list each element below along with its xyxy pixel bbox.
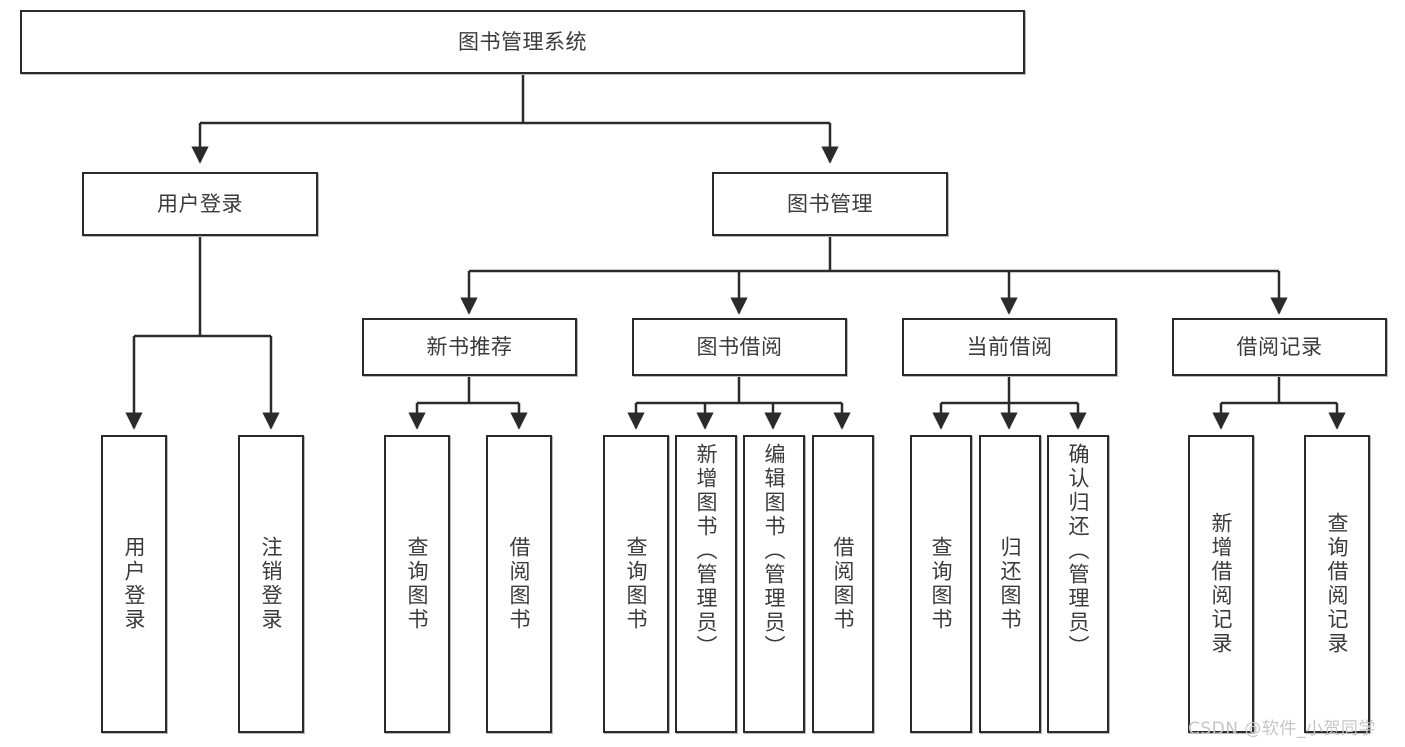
node-leaf-logout[interactable]: 注销登录 xyxy=(238,435,304,733)
edge-bookmgmt-to-level3 xyxy=(460,236,1288,315)
edge-newbook-to-leaves xyxy=(408,377,528,430)
node-current-borrow-label: 当前借阅 xyxy=(966,334,1053,359)
node-leaf-query-books-current[interactable]: 查询图书 xyxy=(910,435,972,733)
node-leaf-query-books-current-label: 查询图书 xyxy=(929,536,954,632)
node-user-login[interactable]: 用户登录 xyxy=(82,172,318,236)
node-root[interactable]: 图书管理系统 xyxy=(20,10,1025,74)
node-leaf-query-books-borrow[interactable]: 查询图书 xyxy=(603,435,669,733)
node-leaf-edit-book-admin[interactable]: 编辑图书（管理员） xyxy=(743,435,805,733)
node-leaf-query-books-recommend-label: 查询图书 xyxy=(405,536,430,632)
node-leaf-confirm-return-admin-label: 确认归还（管理员） xyxy=(1066,443,1091,659)
node-leaf-borrow-books-recommend[interactable]: 借阅图书 xyxy=(486,435,552,733)
node-leaf-borrow-books-label: 借阅图书 xyxy=(831,536,856,632)
node-leaf-query-borrow-record[interactable]: 查询借阅记录 xyxy=(1304,435,1370,733)
node-leaf-add-book-admin[interactable]: 新增图书（管理员） xyxy=(675,435,737,733)
node-user-login-label: 用户登录 xyxy=(157,191,243,216)
node-borrow-record-label: 借阅记录 xyxy=(1236,334,1323,359)
node-leaf-borrow-books[interactable]: 借阅图书 xyxy=(812,435,874,733)
edge-bookborrow-to-leaves xyxy=(627,377,851,430)
node-leaf-return-books-label: 归还图书 xyxy=(998,536,1023,632)
node-leaf-add-borrow-record[interactable]: 新增借阅记录 xyxy=(1188,435,1254,733)
node-leaf-query-books-borrow-label: 查询图书 xyxy=(624,536,649,632)
node-leaf-user-login-label: 用户登录 xyxy=(122,536,147,632)
node-book-management[interactable]: 图书管理 xyxy=(712,172,948,236)
node-root-label: 图书管理系统 xyxy=(458,29,587,54)
node-leaf-logout-label: 注销登录 xyxy=(259,536,284,632)
node-leaf-user-login[interactable]: 用户登录 xyxy=(101,435,167,733)
node-current-borrow[interactable]: 当前借阅 xyxy=(902,318,1117,376)
edge-currentborrow-to-leaves xyxy=(932,377,1087,430)
node-book-borrow[interactable]: 图书借阅 xyxy=(632,318,847,376)
node-leaf-borrow-books-recommend-label: 借阅图书 xyxy=(507,536,532,632)
node-leaf-return-books[interactable]: 归还图书 xyxy=(979,435,1041,733)
node-leaf-confirm-return-admin[interactable]: 确认归还（管理员） xyxy=(1047,435,1109,733)
node-book-borrow-label: 图书借阅 xyxy=(696,334,783,359)
node-leaf-add-book-admin-label: 新增图书（管理员） xyxy=(694,443,719,659)
node-new-book-recommend[interactable]: 新书推荐 xyxy=(362,318,577,376)
edge-root-to-level2 xyxy=(191,74,839,164)
edge-borrowrecord-to-leaves xyxy=(1212,377,1346,430)
node-leaf-query-borrow-record-label: 查询借阅记录 xyxy=(1325,512,1350,656)
node-leaf-add-borrow-record-label: 新增借阅记录 xyxy=(1209,512,1234,656)
node-book-management-label: 图书管理 xyxy=(787,191,873,216)
node-leaf-query-books-recommend[interactable]: 查询图书 xyxy=(384,435,450,733)
edge-userlogin-to-leaves xyxy=(125,236,280,430)
node-borrow-record[interactable]: 借阅记录 xyxy=(1172,318,1387,376)
node-new-book-recommend-label: 新书推荐 xyxy=(426,334,513,359)
csdn-watermark: CSDN @软件_小贺同学 xyxy=(1188,719,1376,739)
node-leaf-edit-book-admin-label: 编辑图书（管理员） xyxy=(762,443,787,659)
